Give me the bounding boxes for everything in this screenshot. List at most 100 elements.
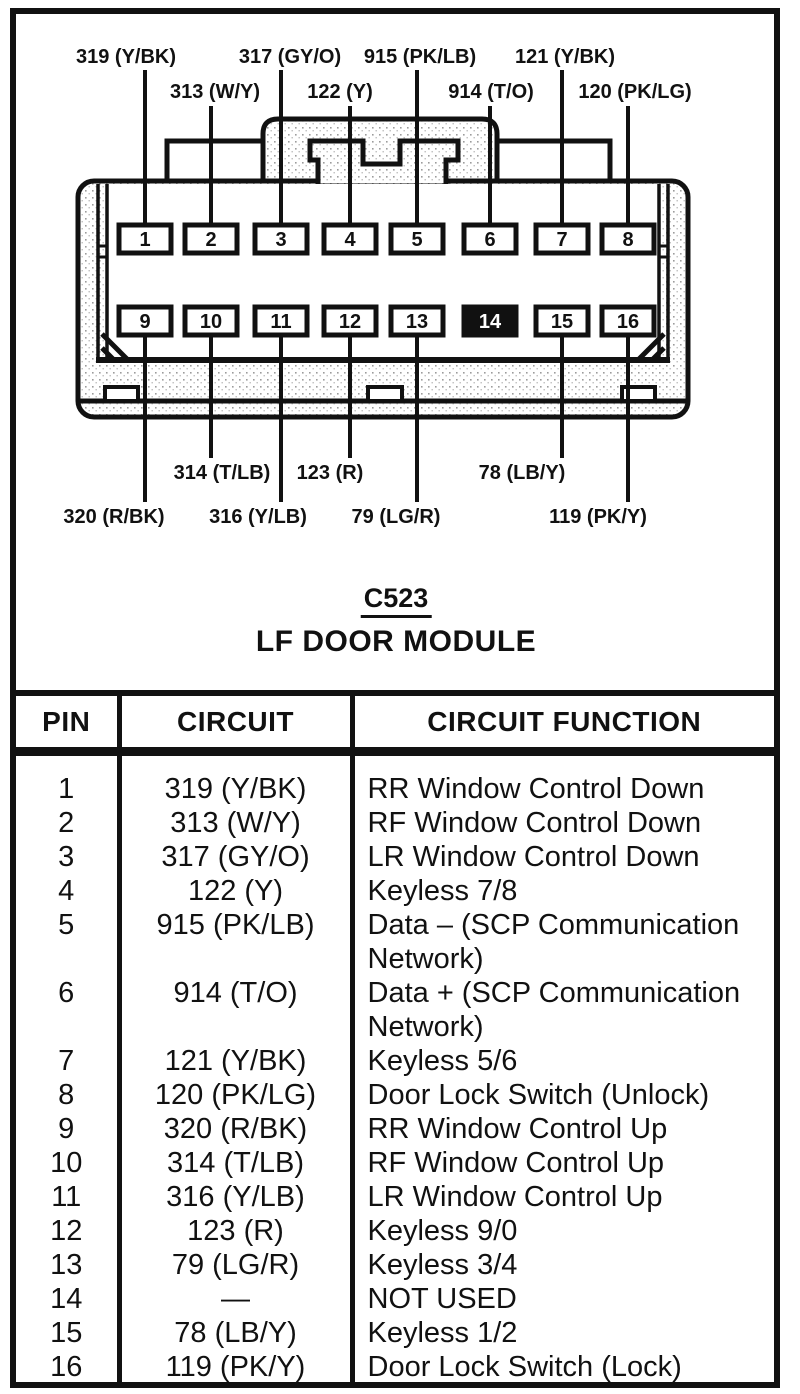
cell-circuit: 119 (PK/Y) bbox=[116, 1350, 352, 1384]
table-row: 8 120 (PK/LG)Door Lock Switch (Unlock) bbox=[16, 1078, 774, 1112]
cell-circuit: 316 (Y/LB) bbox=[116, 1180, 352, 1214]
wire-label-pin11: 316 (Y/LB) bbox=[209, 506, 307, 528]
pinout-table-grid: PIN CIRCUIT CIRCUIT FUNCTION 1 319 (Y/BK)… bbox=[16, 696, 774, 1384]
table-row: 10 314 (T/LB)RF Window Control Up bbox=[16, 1146, 774, 1180]
pin-number-4: 4 bbox=[344, 229, 356, 251]
pin-box-8 bbox=[599, 222, 657, 256]
cell-function: Keyless 1/2 bbox=[349, 1316, 774, 1350]
cell-pin: 7 bbox=[58, 1045, 75, 1077]
cell-circuit: 313 (W/Y) bbox=[116, 806, 352, 840]
wire-label-pin13: 79 (LG/R) bbox=[351, 506, 441, 528]
cell-pin: 4 bbox=[58, 875, 75, 907]
pin-box-13 bbox=[388, 304, 446, 338]
pin-box-14-not-used bbox=[461, 304, 519, 338]
pin-box-16 bbox=[599, 304, 657, 338]
pin-box-3 bbox=[252, 222, 310, 256]
cell-circuit: 122 (Y) bbox=[116, 874, 352, 908]
index-tab-left bbox=[103, 385, 140, 403]
cell-function: Door Lock Switch (Lock) bbox=[349, 1350, 774, 1384]
pin-box-6 bbox=[461, 222, 519, 256]
cell-pin: 8 bbox=[58, 1079, 75, 1111]
pin-number-1: 1 bbox=[139, 229, 150, 251]
connector-id: C523 bbox=[360, 583, 432, 618]
cell-pin: 6 bbox=[58, 977, 75, 1009]
pin-number-6: 6 bbox=[484, 229, 495, 251]
cell-circuit: 320 (R/BK) bbox=[116, 1112, 352, 1146]
wire-label-pin5: 915 (PK/LB) bbox=[363, 46, 477, 68]
wire-label-pin3: 317 (GY/O) bbox=[238, 46, 342, 68]
pin-number-2: 2 bbox=[205, 229, 216, 251]
cell-pin: 5 bbox=[58, 909, 75, 941]
cell-pin: 1 bbox=[58, 773, 75, 805]
pin-number-9: 9 bbox=[139, 311, 150, 333]
cell-function: Data + (SCP Communication Network) bbox=[349, 976, 774, 1044]
connector-key-notch bbox=[307, 138, 461, 189]
pin-number-3: 3 bbox=[275, 229, 286, 251]
pin-number-10: 10 bbox=[200, 311, 222, 333]
table-row: 5 915 (PK/LB)Data – (SCP Communication Ne… bbox=[16, 908, 774, 976]
wire-label-pin1: 319 (Y/BK) bbox=[75, 46, 177, 68]
pin-number-5: 5 bbox=[411, 229, 422, 251]
pin-number-14: 14 bbox=[479, 311, 502, 333]
pin-number-16: 16 bbox=[617, 311, 639, 333]
pin-table-body: 1 319 (Y/BK)RR Window Control Down 2 313 (W… bbox=[16, 751, 774, 1384]
cell-function: RF Window Control Down bbox=[349, 806, 774, 840]
pin-box-12 bbox=[321, 304, 379, 338]
cell-pin: 9 bbox=[58, 1113, 75, 1145]
wire-label-pin16: 119 (PK/Y) bbox=[549, 506, 647, 528]
wire-label-pin10: 314 (T/LB) bbox=[173, 462, 271, 484]
cell-pin: 2 bbox=[58, 807, 75, 839]
pin-number-7: 7 bbox=[556, 229, 567, 251]
index-tab-middle bbox=[366, 385, 404, 403]
table-row: 14—NOT USED bbox=[16, 1282, 774, 1316]
cell-circuit: 319 (Y/BK) bbox=[116, 751, 352, 806]
cell-function: Data – (SCP Communication Network) bbox=[349, 908, 774, 976]
cell-pin: 3 bbox=[58, 841, 75, 873]
corner-hatching bbox=[100, 332, 666, 363]
cell-function: NOT USED bbox=[349, 1282, 774, 1316]
cell-circuit: 120 (PK/LG) bbox=[116, 1078, 352, 1112]
pin-box-9 bbox=[116, 304, 174, 338]
wire-label-pin6: 914 (T/O) bbox=[448, 81, 534, 103]
table-row: 2 313 (W/Y)RF Window Control Down bbox=[16, 806, 774, 840]
pin-box-5 bbox=[388, 222, 446, 256]
wire-label-pin7: 121 (Y/BK) bbox=[514, 46, 616, 68]
col-header-function: CIRCUIT FUNCTION bbox=[349, 696, 774, 756]
cell-pin: 10 bbox=[50, 1147, 83, 1179]
cell-circuit: 915 (PK/LB) bbox=[116, 908, 352, 976]
pin-number-8: 8 bbox=[622, 229, 633, 251]
cell-function: RR Window Control Down bbox=[349, 751, 774, 806]
pin-box-4 bbox=[321, 222, 379, 256]
cell-pin: 13 bbox=[50, 1249, 83, 1281]
cell-function: RR Window Control Up bbox=[349, 1112, 774, 1146]
cell-function: Keyless 7/8 bbox=[349, 874, 774, 908]
cell-function: RF Window Control Up bbox=[349, 1146, 774, 1180]
cell-circuit: 121 (Y/BK) bbox=[116, 1044, 352, 1078]
cell-circuit: 79 (LG/R) bbox=[116, 1248, 352, 1282]
table-row: 4 122 (Y)Keyless 7/8 bbox=[16, 874, 774, 908]
wire-lines bbox=[143, 70, 630, 502]
wire-label-pin12: 123 (R) bbox=[296, 462, 364, 484]
cell-circuit: 314 (T/LB) bbox=[116, 1146, 352, 1180]
cavity-wall-notches bbox=[98, 244, 668, 259]
cell-function: Door Lock Switch (Unlock) bbox=[349, 1078, 774, 1112]
pin-box-7 bbox=[533, 222, 591, 256]
cell-pin: 14 bbox=[50, 1283, 83, 1315]
wire-label-pin8: 120 (PK/LG) bbox=[578, 81, 692, 103]
table-row: 1 319 (Y/BK)RR Window Control Down bbox=[16, 751, 774, 806]
connector-diagram: 1 2 3 4 5 6 7 8 9 10 11 12 13 14 15 16 bbox=[75, 70, 691, 502]
cell-function: Keyless 9/0 bbox=[349, 1214, 774, 1248]
table-row: 9 320 (R/BK)RR Window Control Up bbox=[16, 1112, 774, 1146]
connector-name: LF DOOR MODULE bbox=[255, 625, 537, 658]
pin-number-13: 13 bbox=[406, 311, 428, 333]
table-header-row: PIN CIRCUIT CIRCUIT FUNCTION bbox=[16, 696, 774, 756]
cell-circuit: 123 (R) bbox=[116, 1214, 352, 1248]
